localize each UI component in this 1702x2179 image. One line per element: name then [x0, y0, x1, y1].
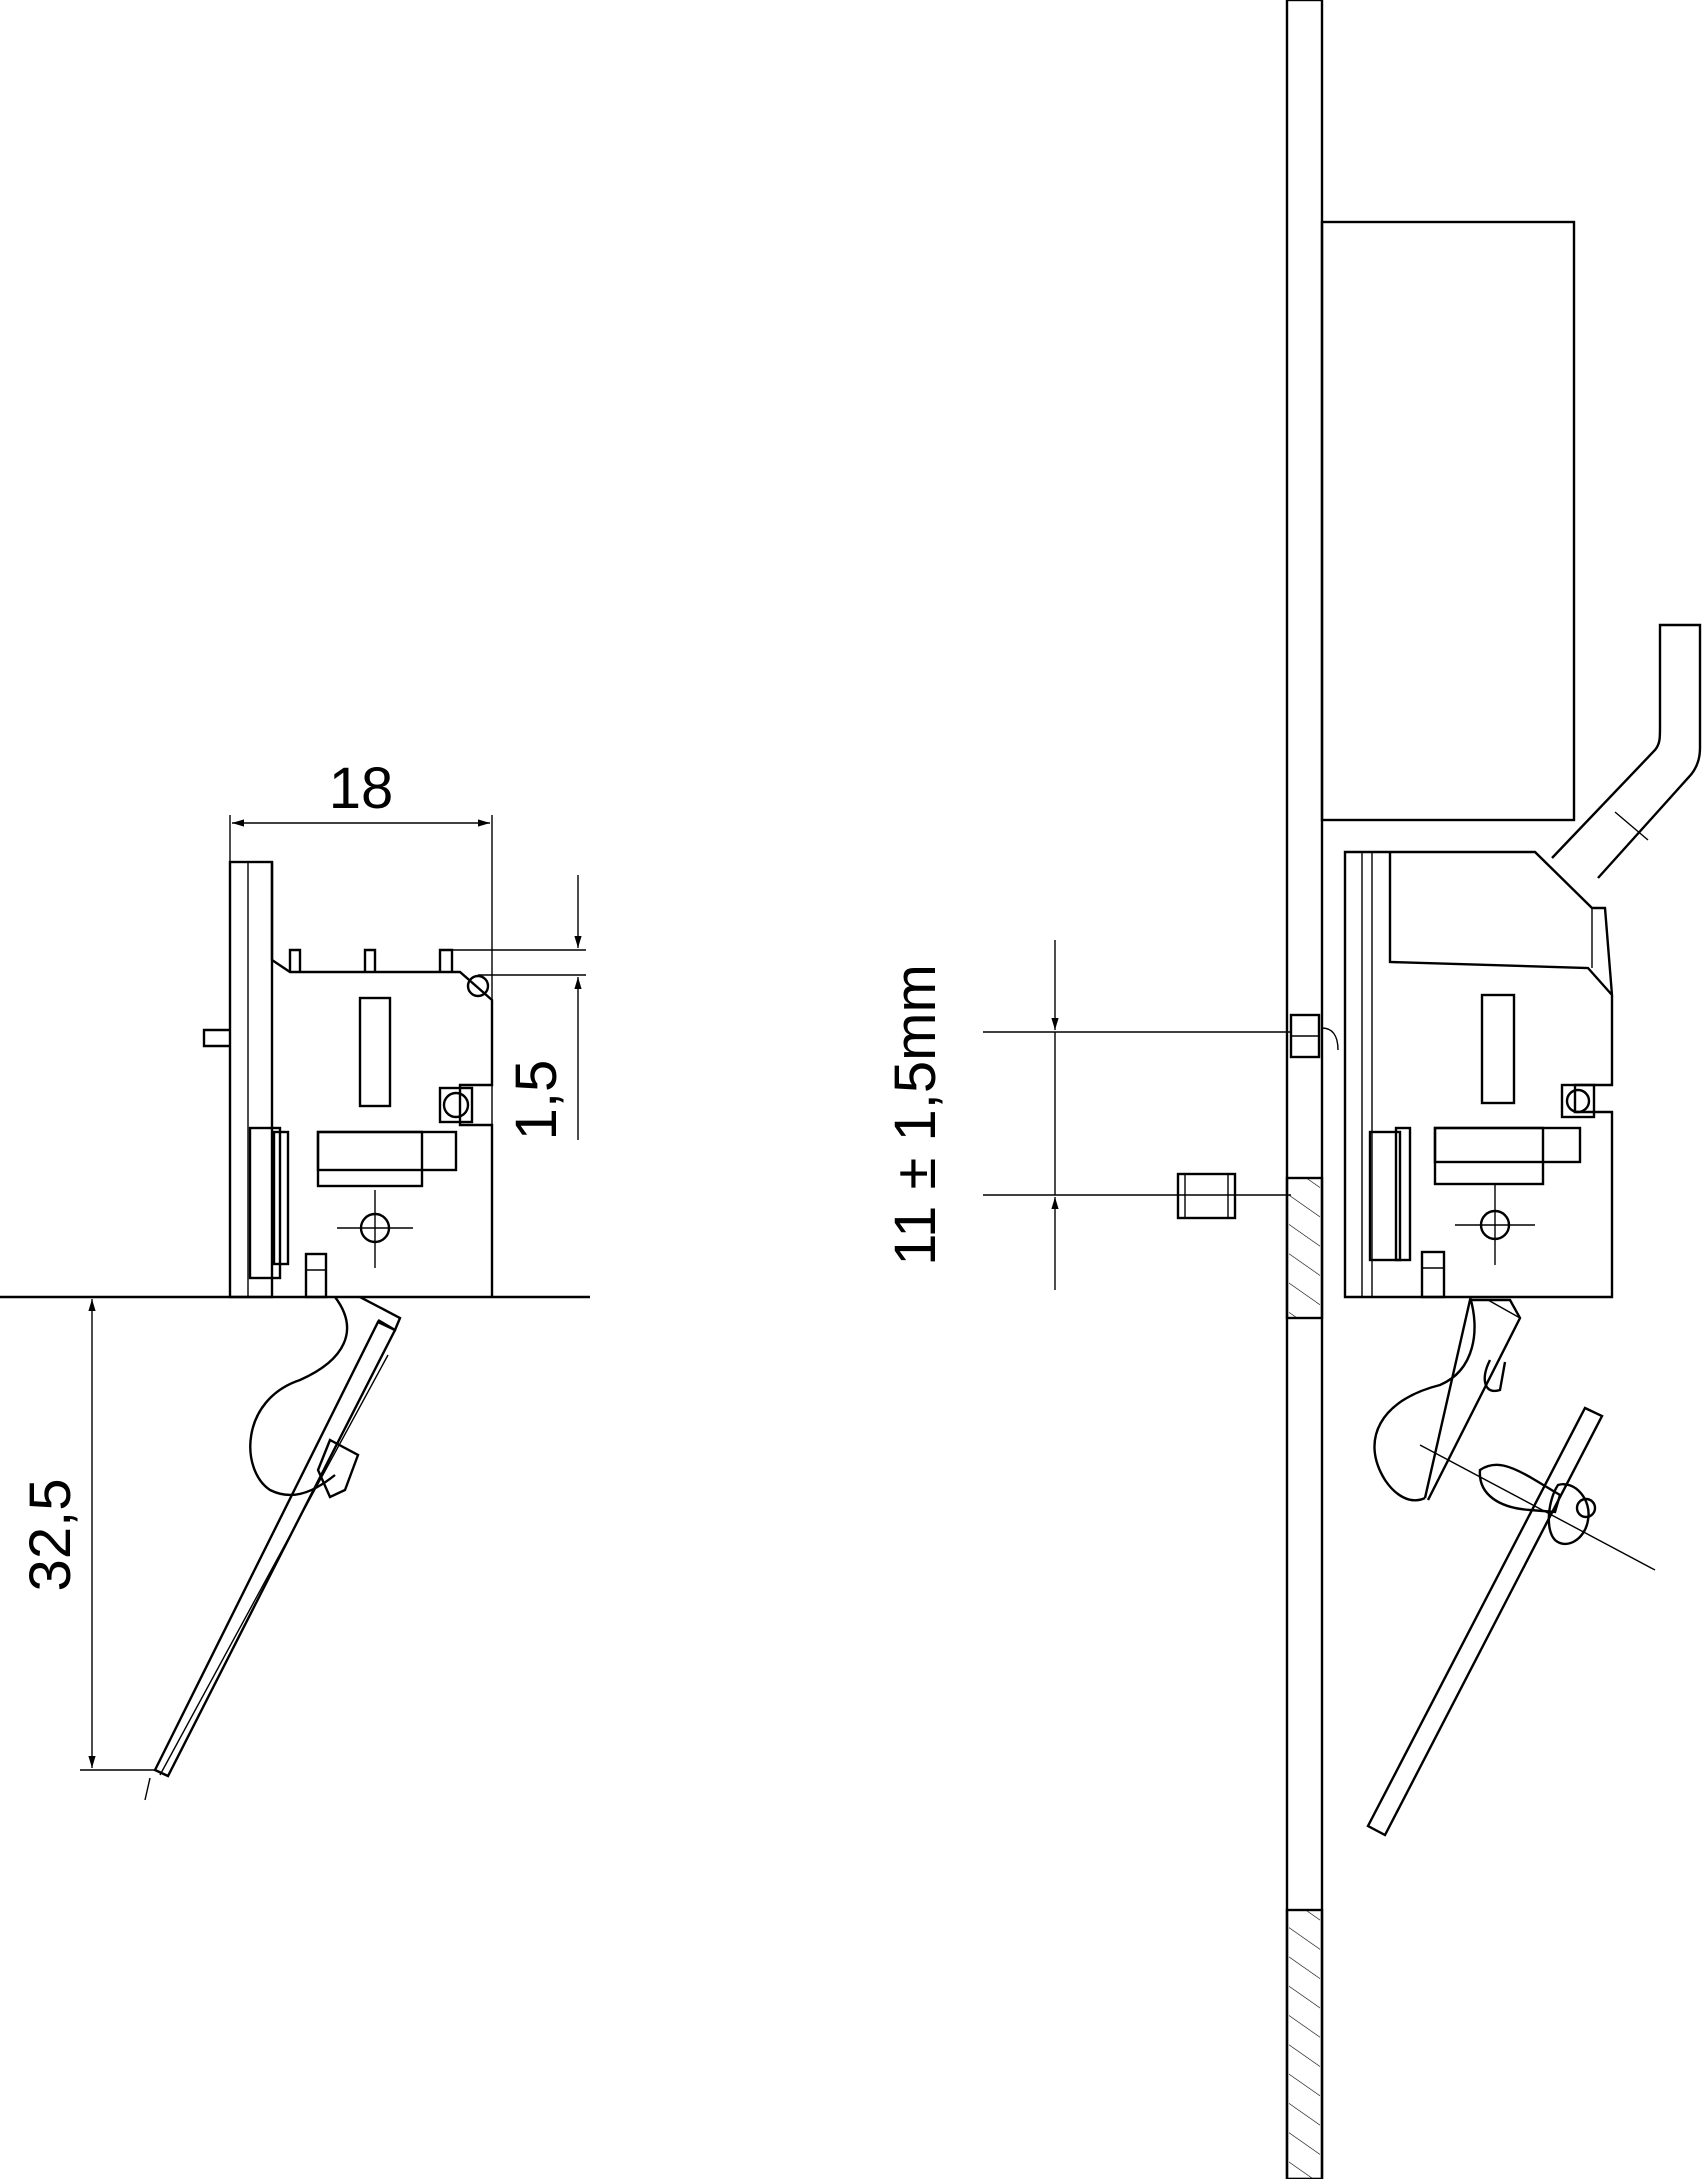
- left-hinge-body: [144, 860, 494, 1801]
- dimension-depth: 32,5: [18, 1299, 155, 1771]
- dimension-depth-label: 32,5: [18, 1479, 83, 1592]
- right-lever: [1366, 1296, 1656, 1837]
- right-view: 11 ± 1,5mm: [883, 0, 1702, 2179]
- spacer-block: [1176, 1172, 1237, 1220]
- dimension-offset-label: 11 ± 1,5mm: [883, 964, 948, 1266]
- dimension-gap: 1,5: [452, 875, 586, 1140]
- right-hinge-body: [1343, 850, 1614, 1299]
- cabinet-panel: [1285, 0, 1339, 2179]
- dimension-gap-label: 1,5: [504, 1060, 569, 1141]
- mounting-box: [1320, 220, 1576, 822]
- dimension-width: 18: [229, 756, 493, 1297]
- dimension-width-label: 18: [329, 756, 394, 821]
- hinge-arm: [1551, 623, 1702, 879]
- left-view: 18 1,5 32,5: [0, 756, 590, 1801]
- dimension-offset: 11 ± 1,5mm: [883, 940, 1291, 1290]
